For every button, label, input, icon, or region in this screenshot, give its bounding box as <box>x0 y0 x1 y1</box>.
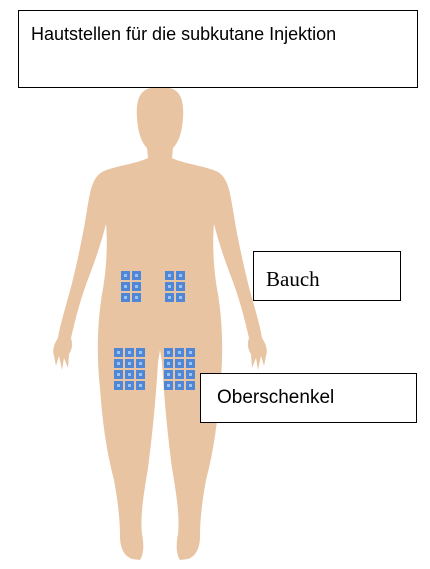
injection-site-cell-center <box>179 274 182 277</box>
page-title: Hautstellen für die subkutane Injektion <box>31 24 336 44</box>
injection-site-cell-center <box>124 274 127 277</box>
injection-site-cell-center <box>124 296 127 299</box>
injection-site-cell-center <box>189 351 192 354</box>
injection-site-cell-center <box>117 351 120 354</box>
injection-site-cell-center <box>128 362 131 365</box>
injection-site-cell-center <box>178 351 181 354</box>
injection-site-cell-center <box>139 351 142 354</box>
injection-site-cell-center <box>135 296 138 299</box>
injection-site-cell-center <box>128 351 131 354</box>
injection-site-cell-center <box>168 274 171 277</box>
thigh-label: Oberschenkel <box>200 373 417 423</box>
abdomen-label: Bauch <box>253 251 401 301</box>
abdomen-label-text: Bauch <box>266 267 320 291</box>
title-box: Hautstellen für die subkutane Injektion <box>18 10 418 88</box>
injection-site-cell-center <box>179 296 182 299</box>
injection-site-cell-center <box>189 373 192 376</box>
injection-site-cell-center <box>117 373 120 376</box>
injection-site-cell-center <box>128 373 131 376</box>
injection-site-cell-center <box>124 285 127 288</box>
injection-site-cell-center <box>139 373 142 376</box>
injection-site-cell-center <box>189 384 192 387</box>
injection-site-cell-center <box>167 351 170 354</box>
injection-site-cell-center <box>135 285 138 288</box>
injection-site-cell-center <box>178 373 181 376</box>
injection-site-cell-center <box>167 384 170 387</box>
injection-site-cell-center <box>128 384 131 387</box>
injection-site-cell-center <box>178 362 181 365</box>
body-figure <box>40 88 300 568</box>
injection-site-cell-center <box>139 384 142 387</box>
injection-site-cell-center <box>117 362 120 365</box>
injection-site-cell-center <box>167 362 170 365</box>
injection-site-cell-center <box>168 285 171 288</box>
injection-site-cell-center <box>167 373 170 376</box>
injection-site-cell-center <box>168 296 171 299</box>
injection-site-cell-center <box>179 285 182 288</box>
body-silhouette <box>53 88 267 560</box>
injection-site-cell-center <box>178 384 181 387</box>
thigh-label-text: Oberschenkel <box>217 387 334 408</box>
injection-site-cell-center <box>117 384 120 387</box>
injection-site-cell-center <box>135 274 138 277</box>
injection-site-cell-center <box>139 362 142 365</box>
injection-site-cell-center <box>189 362 192 365</box>
